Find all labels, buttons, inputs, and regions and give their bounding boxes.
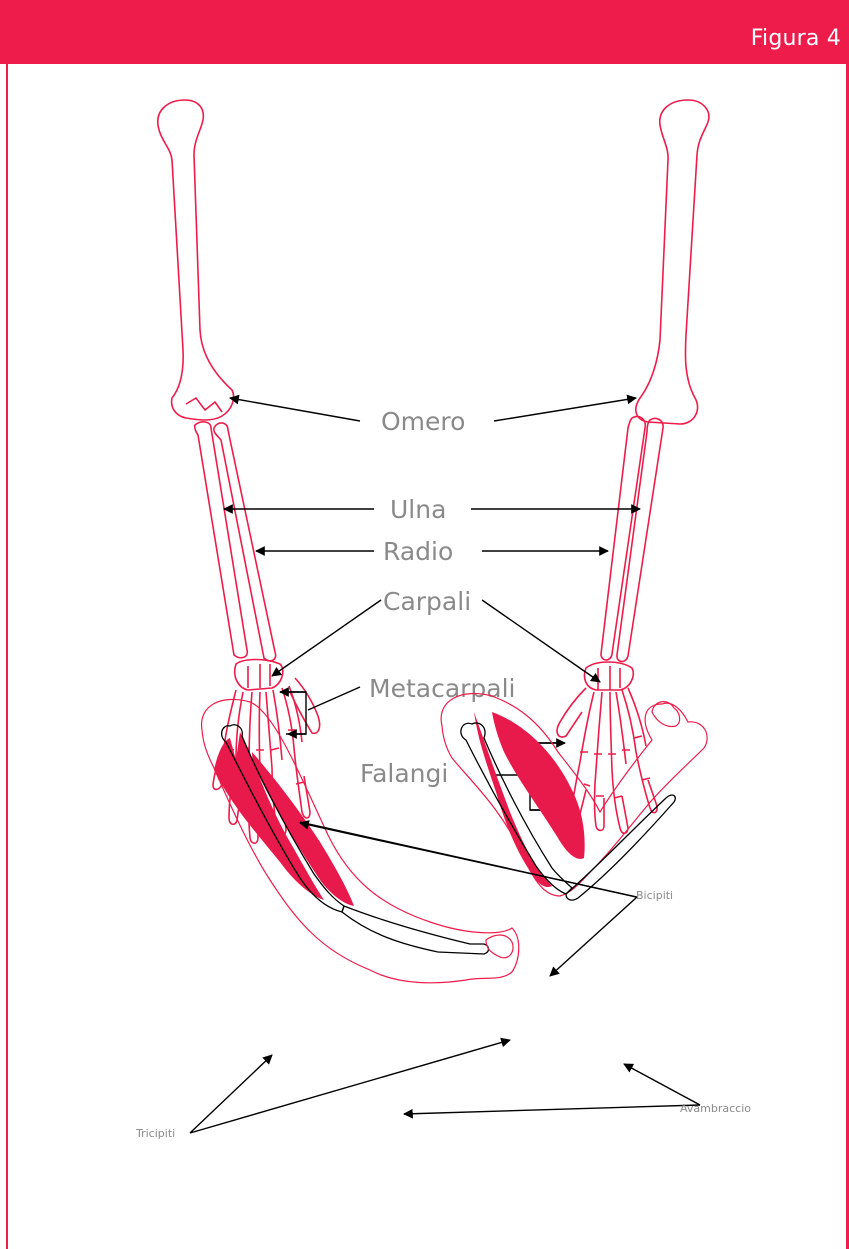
- label-radio: Radio: [383, 537, 453, 566]
- avambraccio-line-right: [624, 1064, 700, 1105]
- label-bicipiti: Bicipiti: [636, 889, 673, 902]
- left-radius: [214, 423, 276, 661]
- right-humerus: [636, 100, 709, 424]
- label-ulna: Ulna: [390, 495, 446, 524]
- omero-arrow-left: [230, 398, 360, 421]
- left-ulna: [195, 422, 248, 658]
- right-arm-skeleton: [557, 100, 709, 833]
- extended-triceps: [214, 732, 324, 900]
- extended-forearm-bone: [342, 906, 489, 954]
- label-falangi: Falangi: [360, 759, 448, 788]
- left-humerus: [158, 100, 234, 420]
- omero-arrow-right: [494, 398, 636, 421]
- label-avambraccio: Avambraccio: [680, 1102, 751, 1115]
- left-arm-skeleton: [158, 100, 320, 843]
- bicipiti-line-left: [300, 823, 637, 897]
- flexed-hand: [652, 702, 680, 727]
- label-carpali: Carpali: [383, 587, 471, 616]
- left-carpals: [235, 660, 283, 691]
- label-metacarpali: Metacarpali: [369, 674, 516, 703]
- extended-hand: [486, 935, 513, 958]
- right-radius: [617, 418, 663, 661]
- metacarpali-leader: [308, 687, 360, 710]
- label-tricipiti: Tricipiti: [135, 1127, 175, 1140]
- left-elbow-joint: [186, 398, 222, 412]
- top-labels: Omero Ulna Radio Carpali Metacarpali Fal…: [360, 407, 516, 788]
- right-ulna: [601, 416, 645, 660]
- bicipiti-line-right: [550, 897, 637, 976]
- carpali-arrow-left: [272, 600, 381, 676]
- carpali-arrow-right: [482, 600, 600, 682]
- avambraccio-line-left: [404, 1105, 700, 1114]
- arrows-bottom: [190, 823, 700, 1133]
- label-omero: Omero: [381, 407, 465, 436]
